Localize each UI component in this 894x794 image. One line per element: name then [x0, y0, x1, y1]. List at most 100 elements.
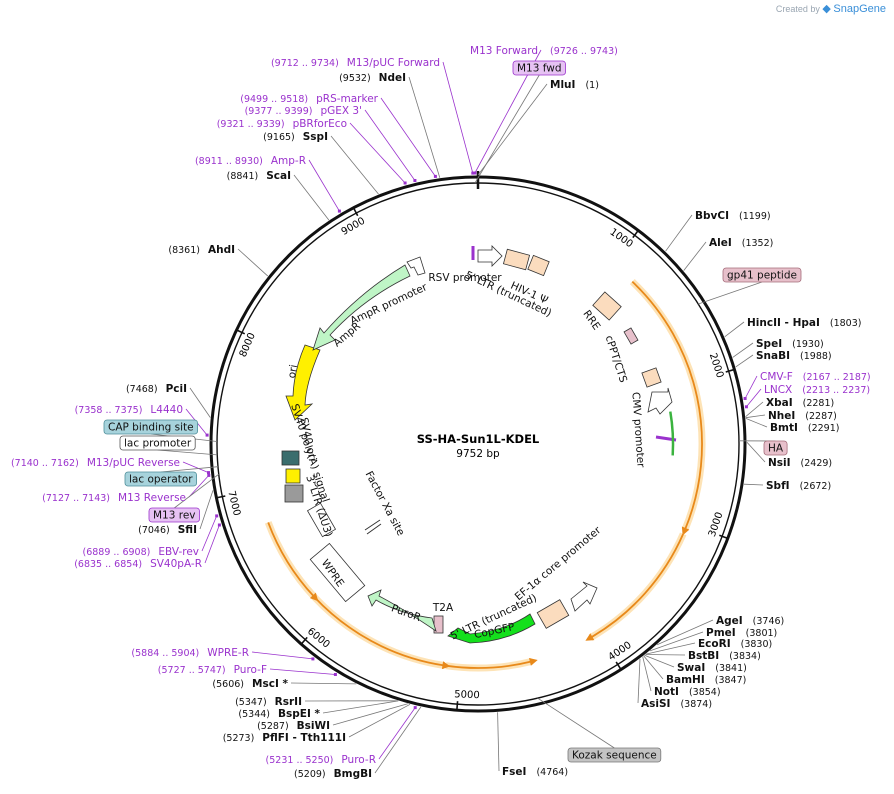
enzyme-site-label[interactable]: SpeI(1930)	[756, 338, 824, 350]
enzyme-site-label[interactable]: BsiWI(5287)	[257, 720, 330, 732]
enzyme-site-label[interactable]: AgeI(3746)	[716, 615, 784, 627]
primer-label[interactable]: pBRforEco(9321 .. 9339)	[217, 118, 347, 130]
primer-label[interactable]: Puro-R(5231 .. 5250)	[266, 754, 376, 766]
ltr-3prime-box[interactable]	[306, 502, 337, 538]
enzyme-site-label[interactable]: AleI(1352)	[709, 237, 773, 249]
orf-arrow[interactable]	[445, 660, 533, 669]
feature-tag-label[interactable]: lac operator	[124, 471, 197, 487]
feature-tag-label[interactable]: lac promoter	[119, 435, 196, 451]
cppt-cts-box[interactable]	[623, 327, 639, 345]
primer-label[interactable]: WPRE-R(5884 .. 5904)	[131, 647, 249, 659]
factor-xa-mark[interactable]	[364, 519, 382, 535]
enzyme-site-label[interactable]: BspEI *(5344)	[238, 708, 320, 720]
enzyme-position: (5209)	[294, 769, 326, 780]
enzyme-position: (4764)	[536, 767, 568, 778]
hiv-psi-box[interactable]	[502, 248, 531, 271]
enzyme-site-label[interactable]: AhdI(8361)	[168, 244, 235, 256]
primer-label[interactable]: L4440(7358 .. 7375)	[75, 404, 183, 416]
primer-label[interactable]: Puro-F(5727 .. 5747)	[158, 664, 267, 676]
enzyme-name: SpeI	[756, 338, 782, 350]
cmv-enhancer-box[interactable]	[641, 367, 662, 388]
primer-label[interactable]: EBV-rev(6889 .. 6908)	[83, 546, 200, 558]
feature-tag-label[interactable]: CAP binding site	[103, 419, 198, 435]
tag-box	[119, 435, 196, 451]
enzyme-site-label[interactable]: SwaI(3841)	[677, 662, 747, 674]
ampr-arrow[interactable]	[312, 264, 411, 351]
enzyme-site-label[interactable]: PflFI - Tth111I(5273)	[223, 732, 346, 744]
enzyme-site-label[interactable]: SbfI(2672)	[766, 480, 831, 492]
enzyme-site-label[interactable]: NsiI(2429)	[768, 457, 832, 469]
orf-arrowhead	[529, 658, 538, 666]
primer-label[interactable]: M13 Forward(9726 .. 9743)	[470, 45, 618, 57]
feature-tag-label[interactable]: HA	[763, 440, 788, 456]
primer-label[interactable]: M13/pUC Reverse(7140 .. 7162)	[11, 457, 180, 469]
primer-label[interactable]: M13/pUC Forward(9712 .. 9734)	[271, 57, 440, 69]
primer-label[interactable]: pRS-marker(9499 .. 9518)	[240, 93, 378, 105]
enzyme-site-label[interactable]: SspI(9165)	[263, 131, 328, 143]
feature-tag-label[interactable]: Kozak sequence	[567, 747, 662, 763]
wpre-box[interactable]	[309, 542, 366, 603]
enzyme-site-label[interactable]: EcoRI(3830)	[698, 638, 772, 650]
ampr-promoter-arrow[interactable]	[406, 256, 426, 276]
enzyme-site-label[interactable]: SnaBI(1988)	[756, 350, 832, 362]
enzyme-site-label[interactable]: BbvCI(1199)	[695, 210, 771, 222]
enzyme-site-label[interactable]: ScaI(8841)	[227, 170, 291, 182]
enzyme-site-label[interactable]: PciI(7468)	[126, 383, 187, 395]
enzyme-site-label[interactable]: HincII - HpaI(1803)	[747, 317, 861, 329]
ltr-5prime-lower-box[interactable]	[536, 599, 570, 629]
enzyme-site-label[interactable]: NheI(2287)	[768, 410, 837, 422]
primer-label[interactable]: SV40pA-R(6835 .. 6854)	[74, 558, 202, 570]
rre-box[interactable]	[592, 291, 622, 321]
enzyme-name: ScaI	[266, 170, 291, 182]
tick-label: 5000	[454, 689, 480, 701]
feature-tag-label[interactable]: M13 fwd	[512, 60, 566, 76]
primer-label[interactable]: LNCX(2213 .. 2237)	[764, 384, 870, 396]
primer-label[interactable]: pGEX 3'(9377 .. 9399)	[245, 105, 362, 117]
enzyme-site-label[interactable]: PmeI(3801)	[706, 627, 777, 639]
enzyme-site-label[interactable]: RsrII(5347)	[235, 696, 302, 708]
rsv-promoter-arrow[interactable]	[477, 245, 503, 267]
primer-leader	[744, 375, 758, 399]
enzyme-site-label[interactable]: AsiSI(3874)	[641, 698, 712, 710]
enzyme-site-label[interactable]: NdeI(9532)	[339, 72, 406, 84]
primer-label[interactable]: CMV-F(2167 .. 2187)	[760, 371, 871, 383]
ef1a-promoter-arrow[interactable]	[570, 581, 598, 612]
sv40-ori-box[interactable]	[284, 484, 304, 503]
primer-label[interactable]: Amp-R(8911 .. 8930)	[195, 155, 306, 167]
orf-arrow[interactable]	[631, 280, 703, 531]
copgfp-arrow[interactable]	[447, 613, 536, 644]
enzyme-position: (3841)	[715, 663, 747, 674]
enzyme-leader	[497, 712, 500, 772]
tag-box	[124, 471, 197, 487]
orf-arrow[interactable]	[267, 522, 315, 598]
feature-tag-label[interactable]: M13 rev	[148, 507, 200, 523]
enzyme-leader	[683, 241, 707, 271]
lac-operator-box[interactable]	[281, 450, 300, 466]
enzyme-name: RsrII	[275, 696, 302, 708]
enzyme-site-label[interactable]: BamHI(3847)	[666, 674, 746, 686]
enzyme-site-label[interactable]: MluI(1)	[550, 79, 599, 91]
enzyme-site-label[interactable]: BmgBI(5209)	[294, 768, 372, 780]
enzyme-site-label[interactable]: SfiI(7046)	[138, 524, 197, 536]
orf-arrow[interactable]	[590, 533, 685, 639]
enzyme-site-label[interactable]: MscI *(5606)	[212, 678, 288, 690]
enzyme-leader	[293, 174, 330, 221]
primer-label[interactable]: M13 Reverse(7127 .. 7143)	[42, 492, 186, 504]
enzyme-site-label[interactable]: FseI(4764)	[502, 766, 568, 778]
ltr-5prime-box[interactable]	[527, 254, 550, 277]
enzyme-site-label[interactable]: BmtI(2291)	[770, 422, 839, 434]
primer-name: Amp-R	[271, 155, 306, 167]
plasmid-length: 9752 bp	[456, 448, 500, 460]
ori-arrow[interactable]	[285, 344, 321, 421]
puror-arrow[interactable]	[367, 589, 437, 632]
cmv-promoter-arrow[interactable]	[647, 387, 673, 415]
feature-tag-label[interactable]: gp41 peptide	[722, 267, 802, 283]
green-marker-arc[interactable]	[669, 411, 675, 456]
enzyme-site-label[interactable]: BstBI(3834)	[688, 650, 761, 662]
enzyme-site-label[interactable]: NotI(3854)	[654, 686, 721, 698]
enzyme-leader	[732, 342, 754, 358]
sv40-polya-box[interactable]	[285, 468, 301, 484]
enzyme-site-label[interactable]: XbaI(2281)	[766, 397, 834, 409]
primer-site-mark	[473, 171, 477, 175]
